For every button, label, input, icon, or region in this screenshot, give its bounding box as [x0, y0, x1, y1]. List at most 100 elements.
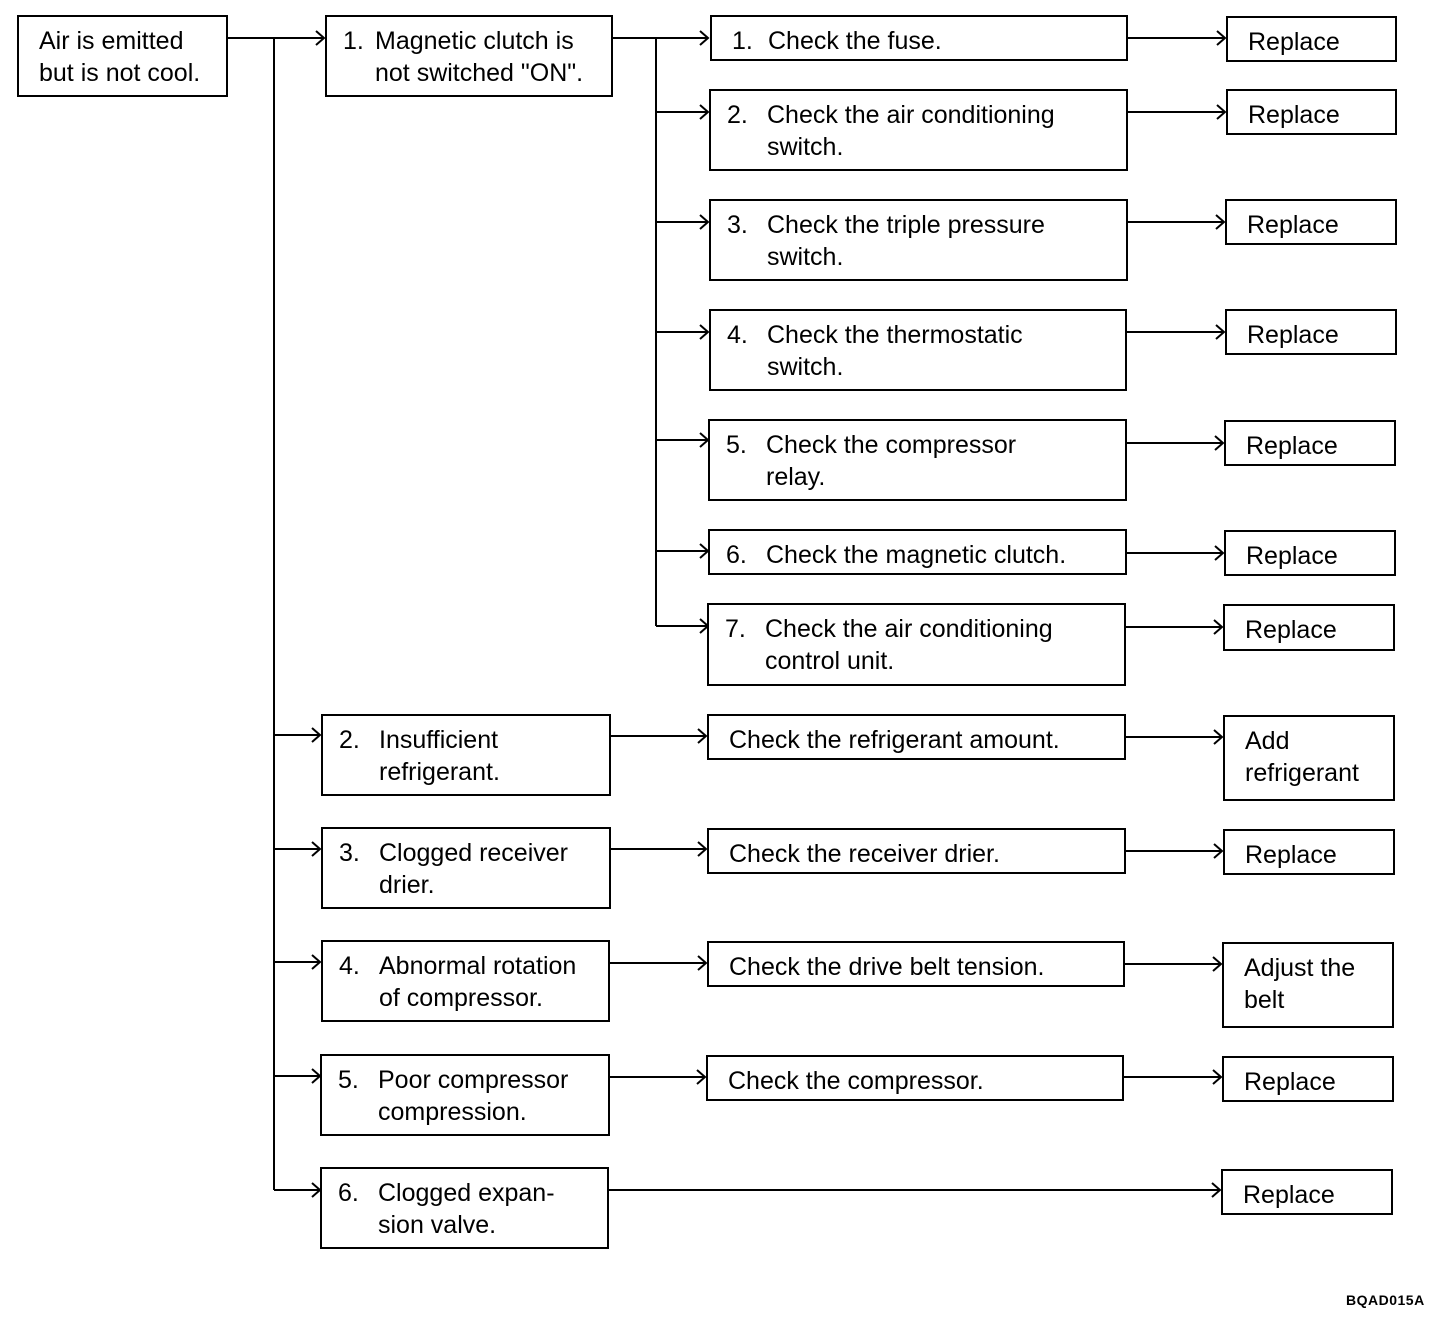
- arrow-head-icon: [697, 841, 708, 857]
- check-text: Check the receiver drier.: [729, 840, 1000, 868]
- clutch-check-box-2: 2. Check the air conditioning switch.: [709, 89, 1128, 171]
- arrow-head-icon: [1213, 729, 1224, 745]
- cause-box-1: 1. Magnetic clutch is not switched "ON".: [325, 15, 613, 97]
- clutch-check-box-1: 1. Check the fuse.: [710, 15, 1128, 61]
- arrow-head-icon: [696, 1069, 707, 1085]
- arrow-head-icon: [311, 841, 322, 857]
- check-number: 3.: [727, 211, 748, 239]
- clutch-action-box-1: Replace: [1226, 16, 1397, 62]
- other-action-box-2: Replace: [1223, 829, 1395, 875]
- action-text: Replace: [1244, 1068, 1336, 1096]
- cause-number: 1.: [343, 27, 364, 55]
- cause-number: 4.: [339, 952, 360, 980]
- arrow-head-icon: [1213, 619, 1224, 635]
- action-text: Replace: [1247, 321, 1339, 349]
- arrow-head-icon: [311, 954, 322, 970]
- clutch-check-box-4: 4. Check the thermostatic switch.: [709, 309, 1127, 391]
- arrow-head-icon: [1216, 30, 1227, 46]
- arrow-head-icon: [1215, 214, 1226, 230]
- arrow-head-icon: [1215, 324, 1226, 340]
- cause-number: 5.: [338, 1066, 359, 1094]
- clutch-check-box-3: 3. Check the triple pressure switch.: [709, 199, 1128, 281]
- action-text: Replace: [1246, 542, 1338, 570]
- action-text: Replace: [1248, 101, 1340, 129]
- clutch-action-box-5: Replace: [1224, 420, 1396, 466]
- cause-text: Clogged receiver drier.: [379, 839, 568, 899]
- arrow-head-icon: [699, 324, 710, 340]
- other-check-box-1: Check the refrigerant amount.: [707, 714, 1126, 760]
- arrow-head-icon: [1214, 545, 1225, 561]
- cause-box-5: 5. Poor compressor compression.: [320, 1054, 610, 1136]
- arrow-head-icon: [1212, 1069, 1223, 1085]
- clutch-check-box-5: 5. Check the compressor relay.: [708, 419, 1127, 501]
- arrow-head-icon: [697, 728, 708, 744]
- arrow-head-icon: [1213, 843, 1224, 859]
- clutch-action-box-2: Replace: [1226, 89, 1397, 135]
- check-number: 1.: [732, 27, 753, 55]
- cause-number: 3.: [339, 839, 360, 867]
- other-action-box-3: Adjust the belt: [1222, 942, 1394, 1028]
- cause-text: Abnormal rotation of compressor.: [379, 952, 577, 1012]
- check-text: Check the air conditioning control unit.: [765, 615, 1053, 675]
- check-number: 7.: [725, 615, 746, 643]
- action-text: Replace: [1246, 432, 1338, 460]
- clutch-action-box-4: Replace: [1225, 309, 1397, 355]
- cause-text: Magnetic clutch is not switched "ON".: [375, 27, 584, 87]
- other-action-box-5: Replace: [1221, 1169, 1393, 1215]
- arrow-head-icon: [1214, 435, 1225, 451]
- clutch-action-box-7: Replace: [1223, 604, 1395, 651]
- check-number: 6.: [726, 541, 747, 569]
- arrow-head-icon: [699, 104, 710, 120]
- cause-text: Clogged expan- sion valve.: [378, 1179, 555, 1239]
- check-number: 5.: [726, 431, 747, 459]
- arrow-head-icon: [1211, 1182, 1222, 1198]
- cause-text: Insufficient refrigerant.: [379, 726, 500, 786]
- clutch-check-box-7: 7. Check the air conditioning control un…: [707, 603, 1126, 686]
- arrow-head-icon: [1216, 104, 1227, 120]
- cause-text: Poor compressor compression.: [378, 1066, 569, 1126]
- arrow-head-icon: [315, 30, 326, 46]
- cause-box-4: 4. Abnormal rotation of compressor.: [321, 940, 610, 1022]
- arrow-head-icon: [699, 214, 710, 230]
- check-text: Check the drive belt tension.: [729, 953, 1045, 981]
- cause-box-2: 2. Insufficient refrigerant.: [321, 714, 611, 796]
- arrow-head-icon: [311, 727, 322, 743]
- clutch-action-box-3: Replace: [1225, 199, 1397, 245]
- check-text: Check the air conditioning switch.: [767, 101, 1055, 161]
- action-text: Adjust the belt: [1244, 954, 1356, 1014]
- action-text: Replace: [1243, 1181, 1335, 1209]
- root-symptom-box: Air is emitted but is not cool.: [17, 15, 228, 97]
- action-text: Replace: [1245, 616, 1337, 644]
- check-text: Check the triple pressure switch.: [767, 211, 1045, 271]
- other-check-box-3: Check the drive belt tension.: [707, 941, 1125, 987]
- check-text: Check the magnetic clutch.: [766, 541, 1067, 569]
- check-number: 2.: [727, 101, 748, 129]
- cause-box-3: 3. Clogged receiver drier.: [321, 827, 611, 909]
- root-symptom-text: Air is emitted but is not cool.: [39, 27, 201, 87]
- figure-code: BQAD015A: [1346, 1292, 1425, 1308]
- check-text: Check the thermostatic switch.: [767, 321, 1023, 381]
- arrow-head-icon: [697, 955, 708, 971]
- check-text: Check the compressor.: [728, 1067, 984, 1095]
- action-text: Replace: [1247, 211, 1339, 239]
- arrow-head-icon: [1212, 956, 1223, 972]
- check-text: Check the compressor relay.: [766, 431, 1017, 491]
- cause-number: 2.: [339, 726, 360, 754]
- action-text: Replace: [1248, 28, 1340, 56]
- clutch-check-box-6: 6. Check the magnetic clutch.: [708, 529, 1127, 575]
- cause-number: 6.: [338, 1179, 359, 1207]
- check-text: Check the fuse.: [768, 27, 942, 55]
- other-action-box-1: Add refrigerant: [1223, 715, 1395, 801]
- check-text: Check the refrigerant amount.: [729, 726, 1060, 754]
- arrow-head-icon: [699, 30, 710, 46]
- check-number: 4.: [727, 321, 748, 349]
- action-text: Replace: [1245, 841, 1337, 869]
- action-text: Add refrigerant: [1245, 727, 1359, 787]
- clutch-action-box-6: Replace: [1224, 530, 1396, 576]
- other-check-box-4: Check the compressor.: [706, 1055, 1124, 1101]
- cause-box-6: 6. Clogged expan- sion valve.: [320, 1167, 609, 1249]
- other-action-box-4: Replace: [1222, 1056, 1394, 1102]
- other-check-box-2: Check the receiver drier.: [707, 828, 1126, 874]
